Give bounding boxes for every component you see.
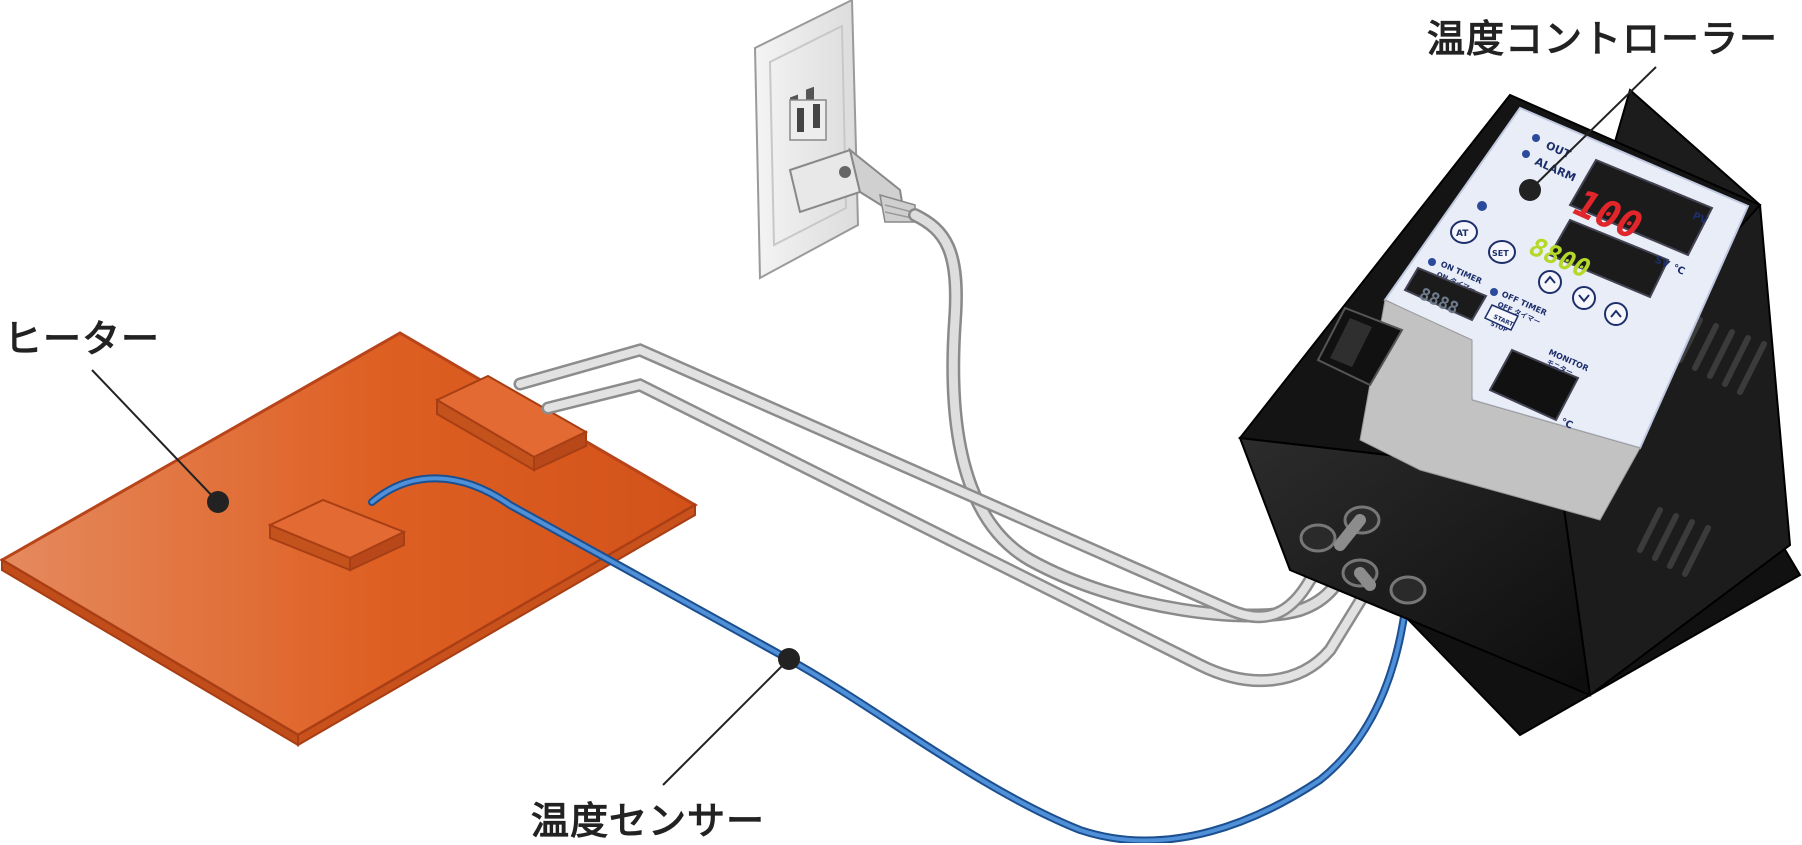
callout-leaders — [91, 66, 1657, 786]
heater-terminal — [434, 374, 589, 472]
sensor-dot — [778, 648, 800, 670]
down-button[interactable] — [1572, 286, 1596, 310]
power-switch[interactable] — [1316, 306, 1404, 387]
controller-callout: 温度コントローラー — [1427, 17, 1779, 61]
heater-leader — [91, 369, 219, 503]
set-button[interactable]: SET — [1488, 240, 1516, 264]
heater-leads — [513, 343, 1377, 688]
sensor-callout: 温度センサー — [531, 799, 766, 843]
up-button[interactable] — [1604, 302, 1628, 326]
controller-leader — [1529, 66, 1657, 191]
svg-text:AT: AT — [1456, 229, 1469, 239]
wall-outlet — [753, 0, 860, 280]
at-led — [1477, 201, 1487, 211]
svg-text:SET: SET — [1492, 249, 1509, 258]
out-led — [1532, 134, 1540, 142]
power-plug — [788, 147, 916, 223]
off-timer-led — [1490, 288, 1498, 296]
shift-button[interactable] — [1538, 270, 1562, 294]
monitor-unit: ℃ — [1559, 417, 1575, 432]
temperature-controller: OUT ALARM 100 PV 8800 SV ℃ AT SET — [1238, 88, 1802, 737]
heater-callout: ヒーター — [4, 317, 161, 361]
at-button[interactable]: AT — [1450, 220, 1478, 244]
sv-unit: ℃ — [1671, 263, 1687, 278]
alarm-led — [1522, 150, 1530, 158]
on-timer-led — [1428, 258, 1436, 266]
heater-dot — [207, 491, 229, 513]
controller-dot — [1519, 179, 1541, 201]
sensor-leader — [662, 658, 790, 786]
side-vents — [1637, 317, 1767, 577]
arrow-buttons[interactable] — [1538, 270, 1628, 326]
sensor-pad — [267, 498, 407, 572]
